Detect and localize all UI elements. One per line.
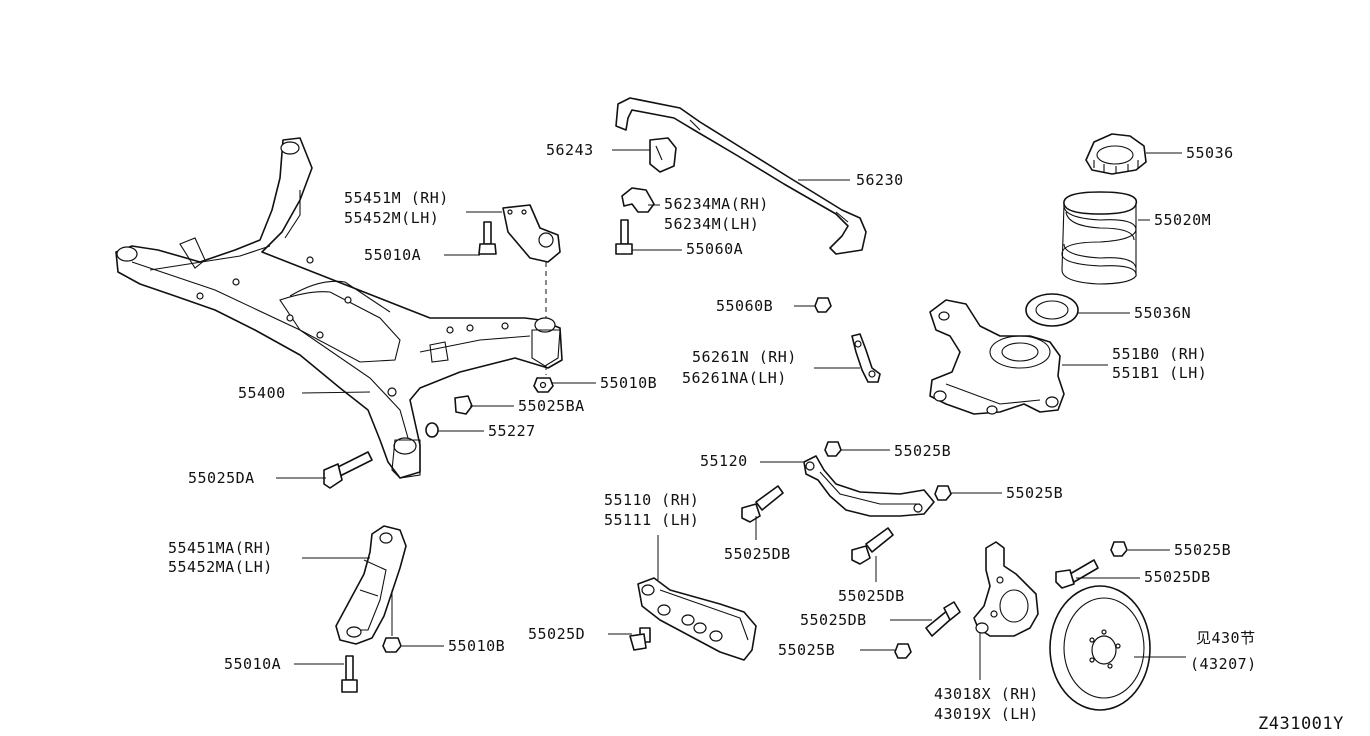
label-55010B-top: 55010B [600,374,657,392]
bolt-55025DB-3 [1055,559,1099,589]
label-551B1: 551B1 (LH) [1112,364,1207,382]
label-55452M: 55452M(LH) [344,209,439,227]
nut-55025B-1 [824,441,842,457]
suspension-member-55400 [115,137,563,479]
part-55227 [425,422,439,438]
spring-seat-55036N [1025,293,1079,327]
label-55120: 55120 [700,452,748,470]
nut-55025B-3 [1110,541,1128,557]
lower-arm-55451MA [335,525,407,645]
bolt-55010A-bottom [341,655,358,693]
label-56234MA: 56234MA(RH) [664,195,769,213]
label-55451MA: 55451MA(RH) [168,539,273,557]
label-55036: 55036 [1186,144,1234,162]
label-55025B-4: 55025B [778,641,835,659]
label-55110: 55110 (RH) [604,491,699,509]
label-56234M: 56234M(LH) [664,215,759,233]
reference-code: (43207) [1190,655,1257,673]
label-55451M: 55451M (RH) [344,189,449,207]
label-55060A: 55060A [686,240,743,258]
lower-link-55120 [803,455,935,517]
label-55010A-bottom: 55010A [224,655,281,673]
clamp-56234 [621,187,655,213]
nut-55010B-bottom [382,637,402,653]
coil-spring-55020M [1061,191,1138,285]
nut-55060B [814,297,832,313]
bolt-55010A-top [478,221,497,255]
nut-55025B-2 [934,485,952,501]
label-56261N: 56261N (RH) [692,348,797,366]
diagram-id: Z431001Y [1258,714,1344,734]
label-55025D: 55025D [528,625,585,643]
label-43019X: 43019X (LH) [934,705,1039,723]
axle-housing-43018X [973,541,1039,637]
lower-arm-55110 [637,577,757,661]
leader-lines [276,149,1186,680]
label-55025DB-4: 55025DB [800,611,867,629]
label-55025DA: 55025DA [188,469,255,487]
label-55025B-3: 55025B [1174,541,1231,559]
link-rod-56261N [851,333,881,383]
label-55025B-1: 55025B [894,442,951,460]
bolt-55025DA [323,451,373,489]
bolt-55025DB-1 [741,485,784,523]
part-labels: 56243 56230 56234MA(RH) 56234M(LH) 55060… [168,141,1344,734]
bolt-55025D [629,627,651,651]
label-55025DB-3: 55025DB [1144,568,1211,586]
label-56261NA: 56261NA(LH) [682,369,787,387]
bushing-56243 [649,137,677,173]
label-55020M: 55020M [1154,211,1211,229]
label-55010A-top: 55010A [364,246,421,264]
reference-see-section: 见430节 [1196,629,1256,647]
label-56230: 56230 [856,171,904,189]
label-55111: 55111 (LH) [604,511,699,529]
washer-55025BA [454,395,473,415]
bolt-55025DB-2 [851,527,894,565]
bolt-55060A [615,219,633,255]
stabilizer-bar-56230 [615,97,867,255]
upper-link-551B0 [929,299,1065,415]
bracket-55451M [502,204,561,263]
label-43018X: 43018X (RH) [934,685,1039,703]
label-56243: 56243 [546,141,594,159]
nut-55025B-4 [894,643,912,659]
label-55452MA: 55452MA(LH) [168,558,273,576]
label-55400: 55400 [238,384,286,402]
brake-disc-43207 [1049,585,1151,711]
label-551B0: 551B0 (RH) [1112,345,1207,363]
spring-seat-55036 [1085,133,1147,175]
label-55060B: 55060B [716,297,773,315]
label-55010B-bottom: 55010B [448,637,505,655]
label-55025B-2: 55025B [1006,484,1063,502]
label-55227: 55227 [488,422,536,440]
label-55036N: 55036N [1134,304,1191,322]
label-55025DB-1: 55025DB [724,545,791,563]
label-55025DB-2: 55025DB [838,587,905,605]
label-55025BA: 55025BA [518,397,585,415]
nut-55010B-top [533,377,554,393]
bolt-55025DB-4 [925,601,961,637]
